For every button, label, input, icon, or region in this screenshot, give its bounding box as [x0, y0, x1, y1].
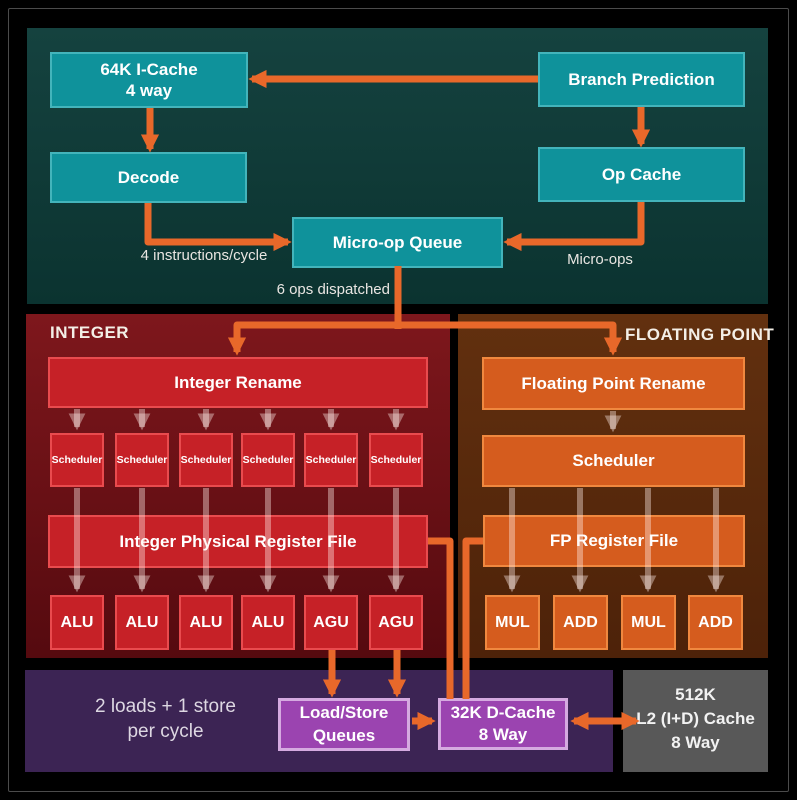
instructions-per-cycle-note: 4 instructions/cycle: [140, 247, 268, 264]
floating-point-title: FLOATING POINT: [625, 325, 775, 344]
dcache-box: 32K D-Cache 8 Way: [438, 698, 568, 750]
load-store-queues-box: Load/Store Queues: [278, 698, 410, 751]
micro-ops-note: Micro-ops: [567, 251, 633, 268]
icache-box: 64K I-Cache 4 way: [50, 52, 248, 108]
integer-title: INTEGER: [50, 323, 130, 342]
add-box: ADD: [553, 595, 608, 650]
agu-box: AGU: [369, 595, 423, 650]
alu-box: ALU: [50, 595, 104, 650]
alu-box: ALU: [179, 595, 233, 650]
agu-box: AGU: [304, 595, 358, 650]
add-box: ADD: [688, 595, 743, 650]
int-scheduler-box: Scheduler: [50, 433, 104, 487]
alu-box: ALU: [115, 595, 169, 650]
integer-register-file-box: Integer Physical Register File: [48, 515, 428, 568]
micro-op-queue-box: Micro-op Queue: [292, 217, 503, 268]
int-scheduler-box: Scheduler: [115, 433, 169, 487]
outer-frame: [8, 8, 789, 792]
int-scheduler-box: Scheduler: [179, 433, 233, 487]
integer-rename-box: Integer Rename: [48, 357, 428, 408]
branch-prediction-box: Branch Prediction: [538, 52, 745, 107]
int-scheduler-box: Scheduler: [369, 433, 423, 487]
fp-register-file-box: FP Register File: [483, 515, 745, 567]
int-scheduler-box: Scheduler: [241, 433, 295, 487]
int-scheduler-box: Scheduler: [304, 433, 358, 487]
mul-box: MUL: [621, 595, 676, 650]
mul-box: MUL: [485, 595, 540, 650]
dispatch-note: 6 ops dispatched: [276, 281, 390, 298]
l2-cache-panel: [623, 670, 768, 772]
alu-box: ALU: [241, 595, 295, 650]
loads-per-cycle-note: 2 loads + 1 store per cycle: [94, 696, 236, 743]
decode-box: Decode: [50, 152, 247, 203]
l2-cache-label: 512K L2 (I+D) Cache 8 Way: [636, 685, 755, 753]
fp-scheduler-box: Scheduler: [482, 435, 745, 487]
op-cache-box: Op Cache: [538, 147, 745, 202]
fp-rename-box: Floating Point Rename: [482, 357, 745, 410]
